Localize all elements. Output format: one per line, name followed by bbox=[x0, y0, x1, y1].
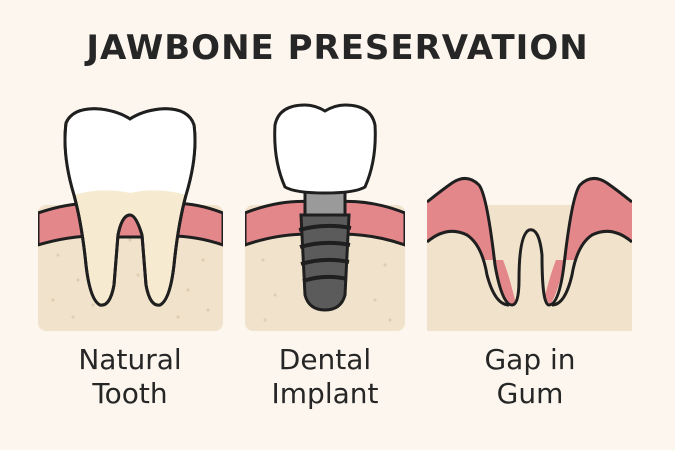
implant-screw bbox=[299, 213, 351, 312]
natural-tooth-label: Natural Tooth bbox=[30, 343, 230, 411]
label-line: Natural bbox=[78, 343, 182, 376]
dental-implant-illustration bbox=[245, 103, 405, 331]
diagram-title: JAWBONE PRESERVATION bbox=[86, 28, 589, 68]
bone-surface bbox=[427, 229, 632, 331]
label-line: Implant bbox=[271, 377, 379, 410]
label-line: Dental bbox=[278, 343, 372, 376]
screw-threads bbox=[298, 223, 352, 283]
label-line: Tooth bbox=[92, 377, 168, 410]
gap-in-gum-label: Gap in Gum bbox=[430, 343, 630, 411]
dental-implant-panel bbox=[245, 95, 405, 335]
dental-implant-label: Dental Implant bbox=[225, 343, 425, 411]
label-line: Gap in bbox=[484, 343, 576, 376]
natural-tooth-panel bbox=[38, 95, 223, 335]
enamel-crown bbox=[66, 109, 194, 195]
label-line: Gum bbox=[496, 377, 564, 410]
gap-in-gum-panel bbox=[427, 95, 632, 335]
crown bbox=[273, 103, 377, 195]
gum-outline bbox=[427, 177, 632, 307]
natural-tooth-illustration bbox=[38, 107, 223, 331]
gap-in-gum-illustration bbox=[427, 177, 632, 331]
